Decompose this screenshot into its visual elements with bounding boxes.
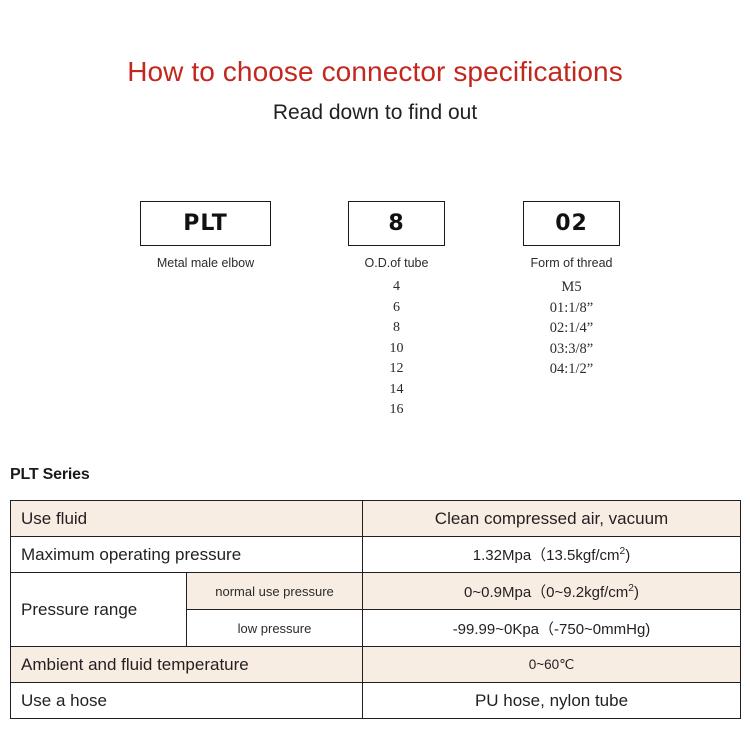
spec-value-max-pressure: 1.32Mpa（13.5kgf/cm2): [362, 536, 741, 573]
code-caption-od: O.D.of tube: [364, 256, 429, 270]
code-options-od: 4 6 8 10 12 14 16: [348, 277, 445, 421]
spec-value-ambient-temperature: 0~60℃: [362, 646, 741, 683]
code-option-item: 14: [389, 381, 404, 397]
table-row: Maximum operating pressure 1.32Mpa（13.5k…: [10, 536, 741, 573]
spec-value-superscript: 2: [628, 582, 634, 594]
spec-value-text: 1.32Mpa（13.5kgf/cm: [472, 547, 620, 564]
code-option-item: 12: [389, 361, 404, 376]
spec-value-text: 0~0.9Mpa（0~9.2kgf/cm: [464, 583, 629, 601]
page-title: How to choose connector specifications: [127, 56, 623, 87]
spec-label-ambient-temperature: Ambient and fluid temperature: [10, 646, 363, 683]
spec-value-text-post: ): [625, 547, 631, 564]
code-box-od-value: 8: [388, 211, 405, 236]
code-option-item: 8: [393, 320, 400, 335]
code-box-series-value: PLT: [183, 211, 228, 236]
spec-table-heading: PLT Series: [10, 466, 90, 483]
table-row: Use a hose PU hose, nylon tube: [10, 682, 741, 719]
spec-value-low-pressure: -99.99~0Kpa（-750~0mmHg): [362, 609, 741, 647]
spec-sublabel-normal-use-pressure: normal use pressure: [186, 572, 363, 610]
code-box-series: PLT: [140, 201, 271, 246]
table-row: Use fluid Clean compressed air, vacuum: [10, 500, 741, 537]
code-option-item: M5: [561, 279, 582, 295]
code-box-od: 8: [348, 201, 445, 246]
spec-label-pressure-range: Pressure range: [10, 572, 187, 647]
spec-value-use-a-hose: PU hose, nylon tube: [362, 682, 741, 719]
spec-table: Use fluid Clean compressed air, vacuum M…: [10, 500, 741, 719]
code-group-series: PLT Metal male elbow: [140, 201, 271, 271]
code-caption-series: Metal male elbow: [156, 256, 255, 270]
table-row: Pressure range normal use pressure 0~0.9…: [10, 572, 741, 647]
code-group-od: 8 O.D.of tube 4 6 8 10 12 14 16: [348, 201, 445, 421]
code-box-thread: 02: [523, 201, 620, 246]
code-caption-thread: Form of thread: [530, 256, 613, 270]
spec-value-superscript: 2: [619, 546, 626, 557]
spec-label-max-pressure: Maximum operating pressure: [10, 536, 363, 573]
code-option-item: 16: [389, 402, 404, 417]
code-option-item: 03:3/8”: [549, 340, 594, 357]
code-option-item: 04:1/2”: [549, 361, 594, 377]
code-option-item: 01:1/8”: [549, 299, 594, 316]
spec-label-use-fluid: Use fluid: [10, 500, 363, 537]
code-option-item: 10: [389, 340, 404, 356]
spec-sublabel-low-pressure: low pressure: [186, 609, 363, 647]
code-option-item: 6: [393, 299, 400, 315]
code-box-thread-value: 02: [555, 211, 588, 236]
code-option-item: 02:1/4”: [549, 320, 594, 336]
spec-label-use-a-hose: Use a hose: [10, 682, 363, 719]
code-options-thread: M5 01:1/8” 02:1/4” 03:3/8” 04:1/2”: [523, 277, 620, 380]
code-group-thread: 02 Form of thread M5 01:1/8” 02:1/4” 03:…: [523, 201, 620, 380]
page-subtitle: Read down to find out: [272, 101, 478, 124]
spec-value-use-fluid: Clean compressed air, vacuum: [362, 500, 741, 537]
spec-value-text-post: ): [633, 583, 639, 601]
table-row: Ambient and fluid temperature 0~60℃: [10, 646, 741, 683]
code-option-item: 4: [393, 279, 400, 294]
spec-value-normal-use-pressure: 0~0.9Mpa（0~9.2kgf/cm2): [362, 572, 741, 610]
